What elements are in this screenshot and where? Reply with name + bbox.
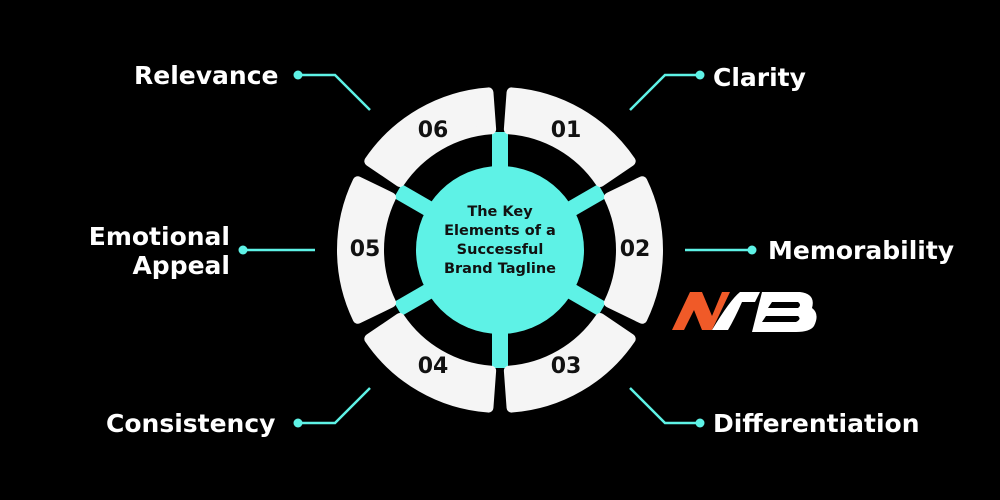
leader-line-04	[298, 387, 371, 425]
segment-number-05: 05	[349, 237, 381, 262]
title-line: Brand Tagline	[443, 261, 557, 277]
title-line: Successful	[456, 242, 544, 258]
leader-line-06	[298, 73, 371, 111]
segment-03	[503, 313, 636, 413]
segment-number-01: 01	[550, 118, 582, 143]
center-circle	[416, 166, 584, 334]
segment-number-03: 03	[550, 354, 582, 379]
segment-number-06: 06	[417, 118, 449, 143]
segment-06	[364, 87, 497, 187]
center-title: The Key Elements of a Successful Brand T…	[420, 203, 580, 279]
leader-dot-05	[238, 245, 248, 255]
connector-spoke	[393, 283, 435, 316]
label-consistency: Consistency	[106, 409, 276, 438]
leader-dot-04	[293, 418, 303, 428]
label-clarity: Clarity	[713, 63, 806, 92]
label-line: Appeal	[132, 251, 230, 280]
leader-dot-01	[695, 70, 705, 80]
connector-spoke	[393, 184, 435, 217]
label-differentiation: Differentiation	[713, 409, 920, 438]
logo-b-shape	[752, 292, 817, 332]
leader-dot-03	[695, 418, 705, 428]
segment-number-04: 04	[417, 354, 449, 379]
segment-01	[503, 87, 636, 187]
label-line: Emotional	[88, 222, 230, 251]
label-emotional-appeal: Emotional Appeal	[82, 222, 230, 280]
title-line: The Key	[467, 204, 533, 220]
connector-spoke	[565, 283, 607, 316]
logo-f-shape	[712, 292, 760, 330]
nfb-logo	[672, 292, 817, 332]
segment-04	[364, 313, 497, 413]
segment-number-02: 02	[619, 237, 651, 262]
leader-line-03	[629, 387, 700, 425]
leader-line-01	[629, 73, 700, 111]
logo-n-shape	[672, 292, 730, 330]
connector-spoke	[565, 184, 607, 217]
segment-02	[603, 176, 663, 324]
title-line: Elements of a	[444, 223, 556, 239]
label-relevance: Relevance	[134, 61, 279, 90]
leader-dot-06	[293, 70, 303, 80]
label-memorability: Memorability	[768, 236, 955, 265]
segment-05	[337, 176, 397, 324]
leader-dot-02	[747, 245, 757, 255]
